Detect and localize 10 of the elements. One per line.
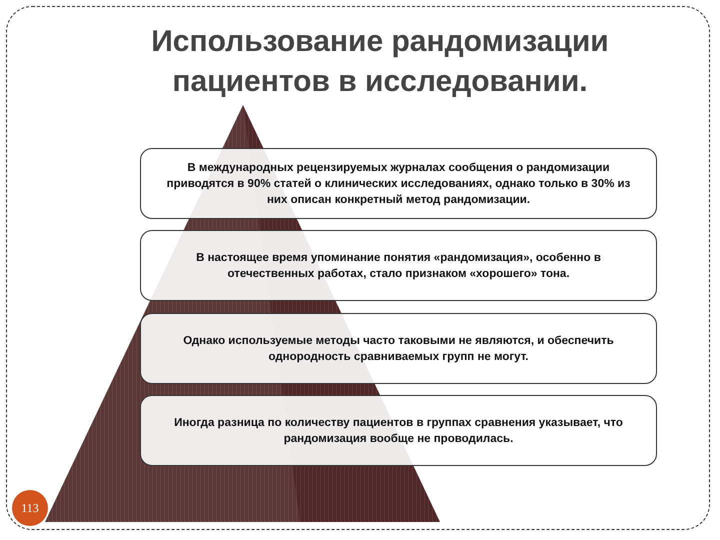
box-text: В настоящее время упоминание понятия «рандомизация», особенно в отечественных работах, стало признаком «хорошего» тона.	[195, 250, 602, 282]
text-box	[140, 148, 657, 219]
page-number: 113	[12, 490, 48, 526]
box-text: Иногда разница по количеству пациентов в группах сравнения указывает, что рандомизация вообще не проводилась.	[173, 416, 624, 446]
slide-title: Использование рандомизации пациентов в исследовании.	[150, 24, 610, 100]
box-text: В международных рецензируемых журналах сообщения о рандомизации приводятся в 90% статей о клинических исследованиях, однако только в 30% из них описан конкретный метод рандомизации.	[166, 160, 632, 208]
text-box	[140, 313, 657, 384]
text-box	[140, 395, 657, 466]
box-text: Однако используемые методы часто таковыми не являются, и обеспечить однородность сравниваемых групп не могут.	[182, 334, 615, 364]
text-box	[140, 230, 657, 301]
